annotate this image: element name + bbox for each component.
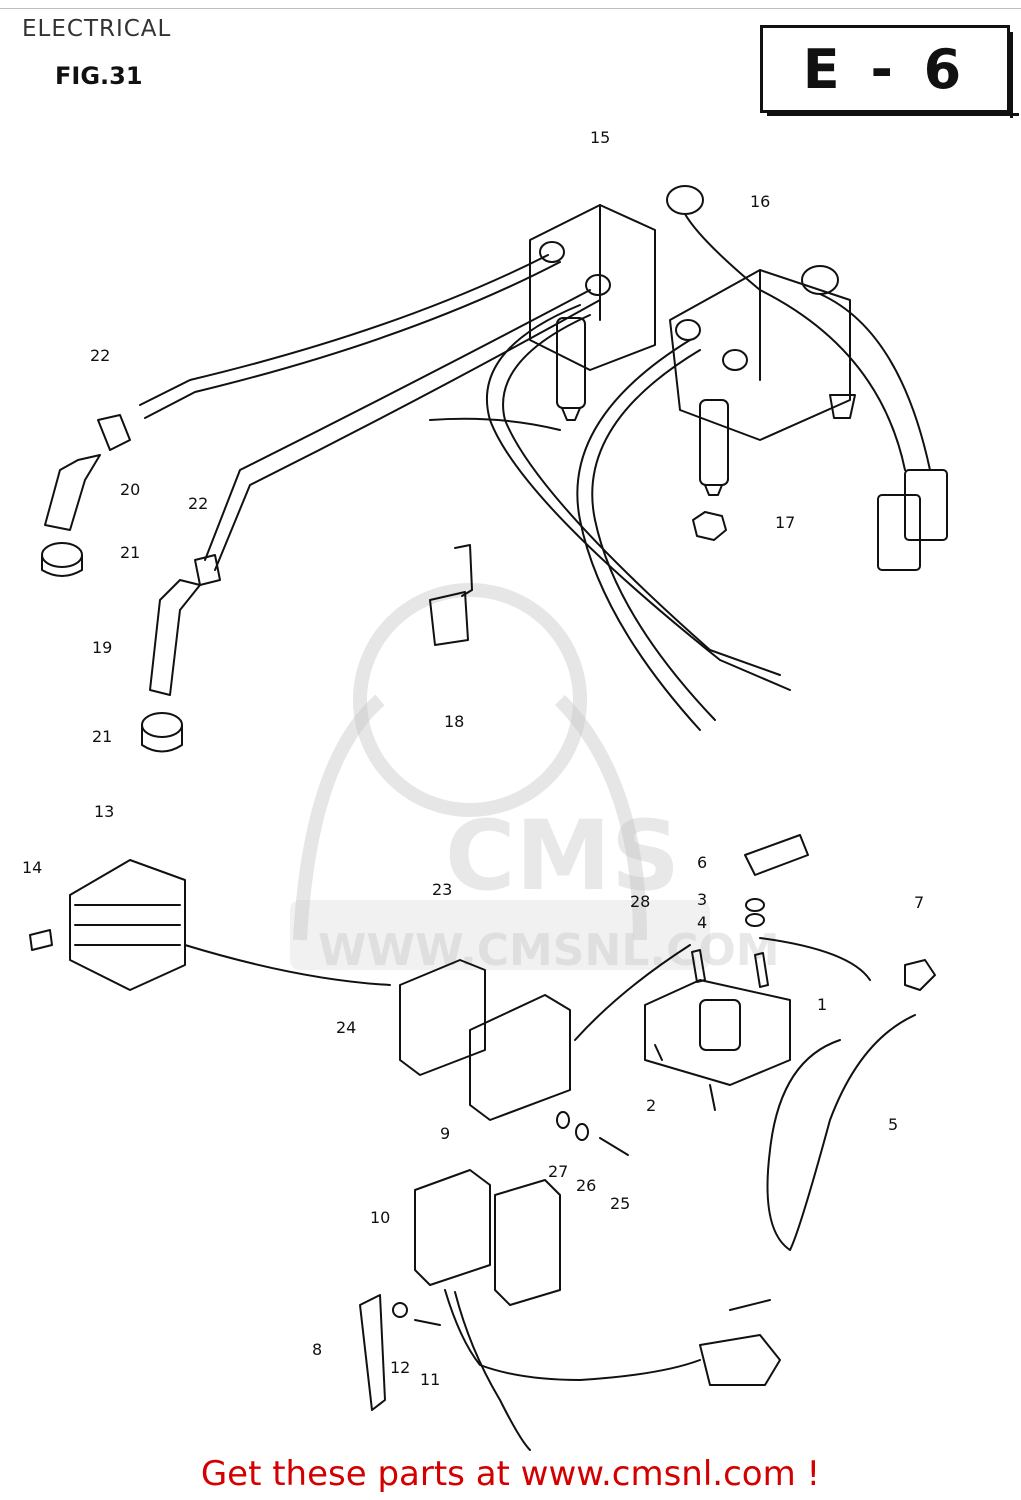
parts-link[interactable]: Get these parts at www.cmsnl.com !: [200, 1454, 821, 1494]
page-code: E - 6: [802, 37, 968, 101]
callout-16: 16: [750, 192, 771, 211]
callout-6: 6: [697, 853, 708, 872]
callout-4: 4: [697, 913, 708, 932]
callout-17: 17: [775, 513, 796, 532]
callout-10: 10: [370, 1208, 391, 1227]
callout-18: 18: [444, 712, 465, 731]
callout-15: 15: [590, 128, 611, 147]
callout-12: 12: [390, 1358, 411, 1377]
callout-14: 14: [22, 858, 43, 877]
page-code-box: E - 6: [760, 25, 1019, 118]
callout-27: 27: [548, 1162, 569, 1181]
watermark-brand: CMS: [445, 800, 681, 912]
callout-28: 28: [630, 892, 651, 911]
callout-21-lower: 21: [92, 727, 113, 746]
callout-19: 19: [92, 638, 113, 657]
section-title: ELECTRICAL: [22, 16, 172, 42]
callout-13: 13: [94, 802, 115, 821]
callout-11: 11: [420, 1370, 441, 1389]
callout-2: 2: [646, 1096, 657, 1115]
callout-7: 7: [914, 893, 925, 912]
callout-22-upper: 22: [90, 346, 111, 365]
callout-3: 3: [697, 890, 708, 909]
callout-24: 24: [336, 1018, 357, 1037]
callout-21-upper: 21: [120, 543, 141, 562]
ignition-coil-16: [666, 185, 856, 496]
callout-26: 26: [576, 1176, 597, 1195]
callout-5: 5: [888, 1115, 899, 1134]
callout-20: 20: [120, 480, 141, 499]
figure-label: FIG.31: [55, 62, 143, 90]
callout-25: 25: [610, 1194, 631, 1213]
callout-9: 9: [440, 1124, 451, 1143]
callout-8: 8: [312, 1340, 323, 1359]
callout-1: 1: [817, 995, 828, 1014]
callout-23: 23: [432, 880, 453, 899]
top-rule: [0, 8, 1021, 9]
callout-22-lower: 22: [188, 494, 209, 513]
